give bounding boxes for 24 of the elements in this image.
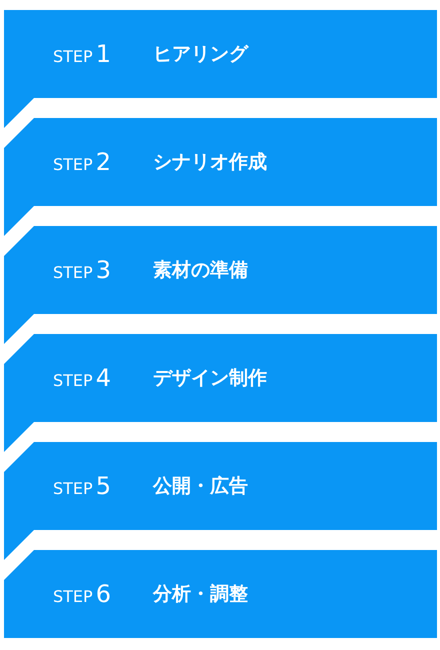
- step-label: STEP: [53, 373, 93, 389]
- step-band: [4, 550, 437, 638]
- step-number: 4: [96, 366, 111, 390]
- step-title: デザイン制作: [152, 368, 267, 388]
- step-number: 5: [96, 474, 111, 498]
- step-label: STEP: [53, 481, 93, 497]
- step-number: 1: [96, 42, 111, 66]
- step-band: [4, 118, 437, 236]
- step-title: シナリオ作成: [152, 152, 267, 172]
- step-number: 2: [96, 150, 111, 174]
- step-label: STEP: [53, 49, 93, 65]
- step-label: STEP: [53, 589, 93, 605]
- step-title: ヒアリング: [152, 44, 248, 64]
- step-label: STEP: [53, 157, 93, 173]
- step-number: 3: [96, 258, 111, 282]
- step-label: STEP: [53, 265, 93, 281]
- step-band: [4, 10, 437, 128]
- step-title: 分析・調整: [152, 584, 248, 604]
- step-band: [4, 334, 437, 452]
- step-title: 素材の準備: [152, 260, 248, 280]
- step-title: 公開・広告: [152, 476, 248, 496]
- step-number: 6: [96, 582, 111, 606]
- step-band: [4, 442, 437, 560]
- step-band: [4, 226, 437, 344]
